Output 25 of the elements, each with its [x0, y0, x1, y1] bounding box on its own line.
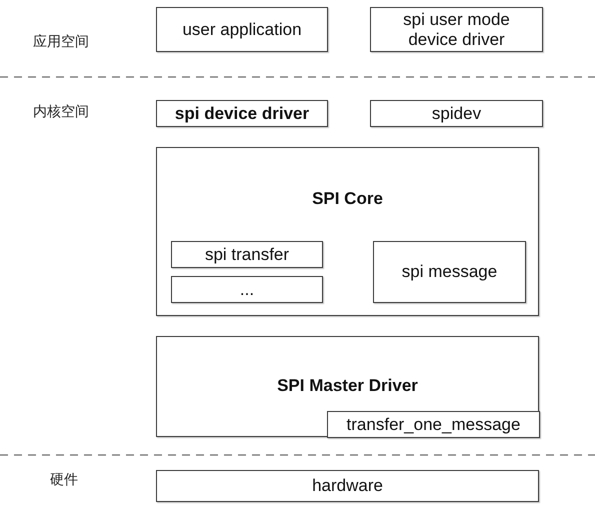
module-label: transfer_one_message: [346, 414, 520, 434]
module-label: spi message: [402, 262, 498, 282]
module-box: [370, 7, 543, 52]
module-box: [156, 100, 328, 127]
module-label: spi transfer: [204, 244, 290, 264]
layer-name: 应用空间: [33, 34, 89, 52]
module-box: [327, 411, 540, 438]
module-box: [373, 241, 526, 303]
layer-box: [156, 336, 539, 437]
module-label: spi device driver: [174, 104, 310, 124]
module-label: ...: [240, 280, 254, 300]
module-label: spidev: [432, 104, 482, 124]
layer-name: 内核空间: [33, 104, 89, 122]
module-box: [171, 276, 323, 303]
module-label: user application: [182, 20, 302, 40]
layer-title: SPI Master Driver: [276, 375, 419, 396]
module-label: spi user mode device driver: [402, 10, 511, 50]
module-box: [156, 470, 539, 502]
module-box: [171, 241, 323, 268]
layer-box: [156, 147, 539, 316]
module-box: [370, 100, 543, 127]
module-label: hardware: [312, 476, 383, 496]
layer-name: 硬件: [50, 472, 78, 490]
module-box: [156, 7, 328, 52]
layer-title: SPI Core: [311, 188, 384, 210]
